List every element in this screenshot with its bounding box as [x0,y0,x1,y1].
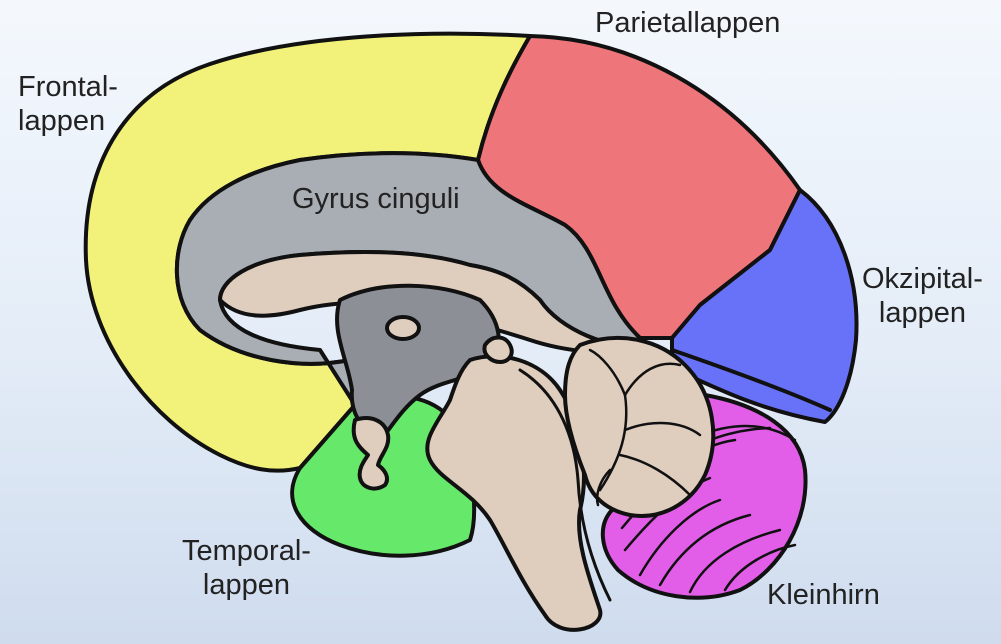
occipital-lobe-label: Okzipital-lappen [862,262,983,330]
temporal-lobe-label: Temporal-lappen [182,534,311,602]
parietal-lobe-label: Parietallappen [595,6,780,40]
frontal-lobe-label: Frontal-lappen [18,70,118,138]
mamillary-region [484,338,511,363]
interthalamic-adhesion [387,317,419,339]
cerebellum-label: Kleinhirn [767,578,880,612]
cingulate-gyrus-label: Gyrus cinguli [292,182,460,216]
